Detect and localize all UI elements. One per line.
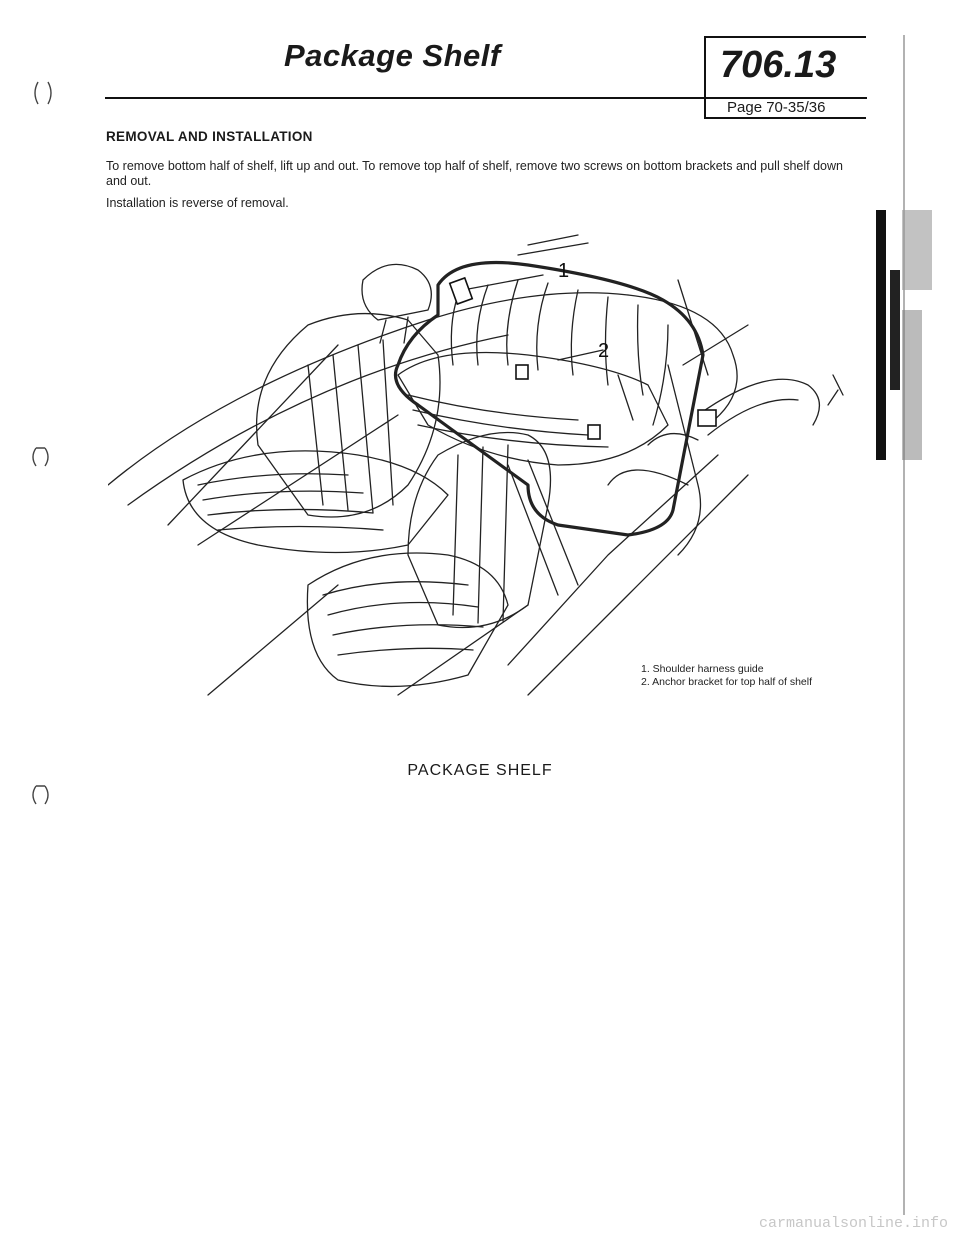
scan-edge-line [903,35,905,1215]
section-box-divider [704,36,706,118]
removal-instructions: To remove bottom half of shelf, lift up … [106,159,843,188]
legend-item: 2. Anchor bracket for top half of shelf [641,676,813,688]
figure-caption: PACKAGE SHELF [407,762,553,779]
watermark: carmanualsonline.info [758,1215,948,1232]
callout-2: 2 [598,340,609,362]
scan-tab-artifact [876,210,932,460]
section-box-top-rule [704,36,866,38]
figure-legend: 1. Shoulder harness guide 2. Anchor brac… [641,663,812,689]
legend-item: 1. Shoulder harness guide [641,663,764,675]
punch-hole-mark [32,447,49,467]
page-title: Package Shelf [284,38,501,73]
installation-instructions: Installation is reverse of removal. [106,196,289,210]
punch-hole-mark [32,785,49,805]
package-shelf-diagram: 1 2 [108,234,844,696]
section-box-bottom-rule [704,117,866,119]
page-reference: Page 70-35/36 [727,99,826,116]
section-number: 706.13 [720,44,837,86]
callout-1: 1 [558,260,569,282]
header-rule [105,97,867,99]
section-heading: REMOVAL AND INSTALLATION [106,129,313,144]
punch-hole-mark [34,81,52,105]
